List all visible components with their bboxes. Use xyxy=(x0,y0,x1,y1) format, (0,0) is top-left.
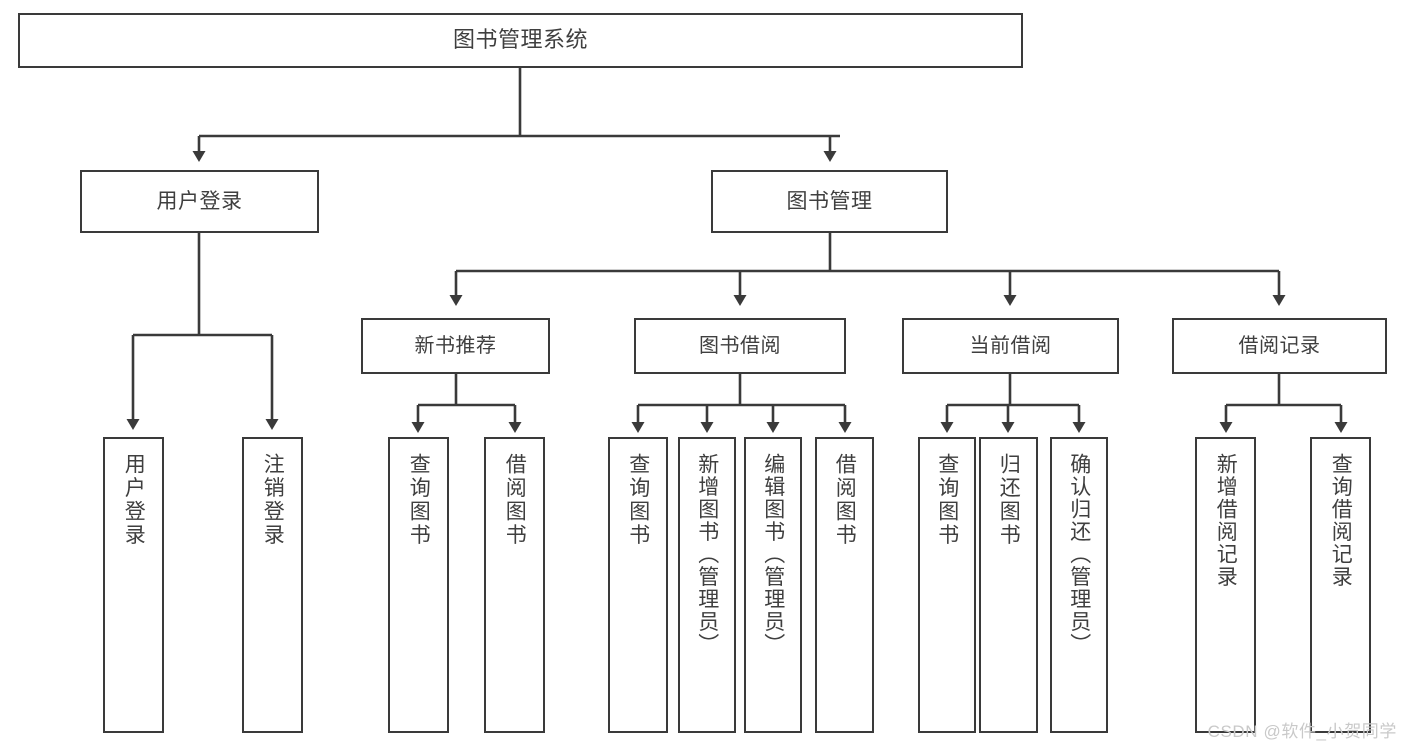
node-label: 查询图书 xyxy=(407,453,431,547)
node-label: 借阅记录 xyxy=(1238,334,1321,357)
node-label: 借阅图书 xyxy=(833,453,857,547)
leaf-logout[interactable]: 注销登录 xyxy=(242,437,303,733)
leaf-query-book-3[interactable]: 查询图书 xyxy=(918,437,976,733)
node-borrow-record[interactable]: 借阅记录 xyxy=(1172,318,1387,374)
node-label: 查询图书 xyxy=(626,453,650,547)
node-label: 新增图书（管理员） xyxy=(695,453,719,656)
node-label: 用户登录 xyxy=(156,189,243,213)
leaf-borrow-book-1[interactable]: 借阅图书 xyxy=(484,437,545,733)
node-label: 确认归还（管理员） xyxy=(1067,453,1091,656)
leaf-borrow-book-2[interactable]: 借阅图书 xyxy=(815,437,874,733)
node-label: 查询借阅记录 xyxy=(1329,453,1353,588)
leaf-query-book-2[interactable]: 查询图书 xyxy=(608,437,668,733)
node-label: 借阅图书 xyxy=(503,453,527,547)
node-label: 图书管理 xyxy=(786,189,873,213)
node-book-manage[interactable]: 图书管理 xyxy=(711,170,948,233)
node-root[interactable]: 图书管理系统 xyxy=(18,13,1023,68)
leaf-edit-book[interactable]: 编辑图书（管理员） xyxy=(744,437,802,733)
leaf-user-login[interactable]: 用户登录 xyxy=(103,437,164,733)
node-label: 查询图书 xyxy=(935,453,959,547)
leaf-add-record[interactable]: 新增借阅记录 xyxy=(1195,437,1256,733)
node-label: 图书管理系统 xyxy=(452,27,588,53)
watermark: CSDN @软件_小贺同学 xyxy=(1207,722,1397,741)
leaf-confirm-return[interactable]: 确认归还（管理员） xyxy=(1050,437,1108,733)
node-label: 当前借阅 xyxy=(969,334,1052,357)
leaf-add-book[interactable]: 新增图书（管理员） xyxy=(678,437,736,733)
node-book-borrow[interactable]: 图书借阅 xyxy=(634,318,846,374)
leaf-return-book[interactable]: 归还图书 xyxy=(979,437,1038,733)
node-current-borrow[interactable]: 当前借阅 xyxy=(902,318,1119,374)
leaf-query-record[interactable]: 查询借阅记录 xyxy=(1310,437,1371,733)
node-user-login[interactable]: 用户登录 xyxy=(80,170,319,233)
node-label: 新增借阅记录 xyxy=(1214,453,1238,588)
leaf-query-book-1[interactable]: 查询图书 xyxy=(388,437,449,733)
node-label: 图书借阅 xyxy=(699,334,781,357)
node-label: 注销登录 xyxy=(261,453,285,547)
node-label: 归还图书 xyxy=(997,453,1021,547)
node-label: 用户登录 xyxy=(122,453,146,547)
node-label: 新书推荐 xyxy=(414,334,497,357)
node-new-book-recommend[interactable]: 新书推荐 xyxy=(361,318,550,374)
node-label: 编辑图书（管理员） xyxy=(761,453,785,656)
